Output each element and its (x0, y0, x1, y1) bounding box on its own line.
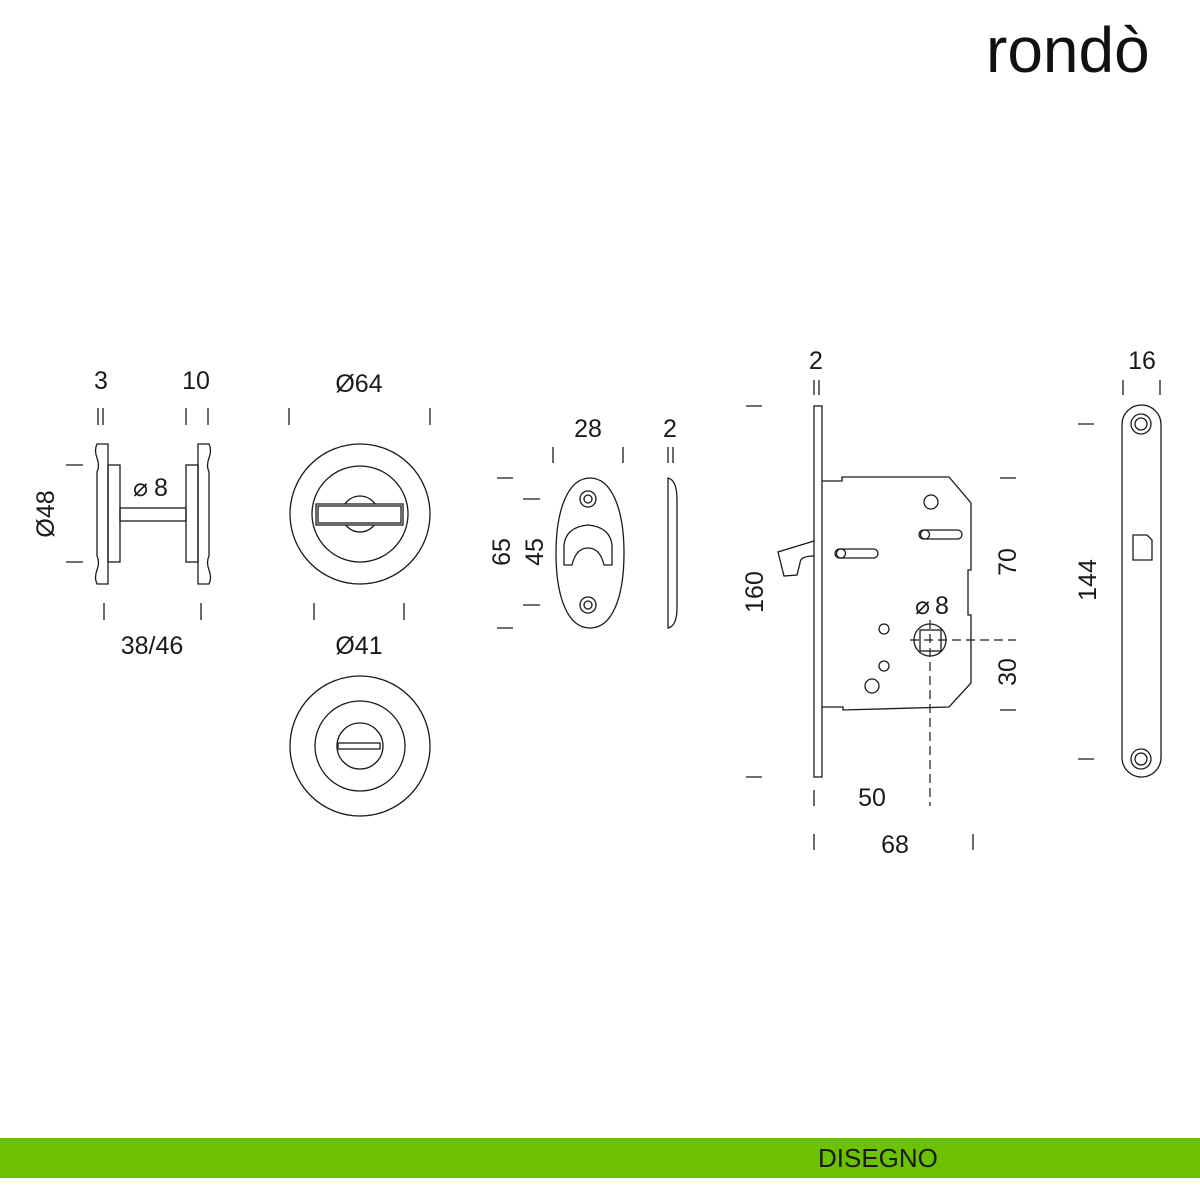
dim-spindle-8: 8 (154, 474, 168, 502)
dim-2-plate: 2 (663, 415, 677, 443)
dim-65: 65 (488, 538, 516, 566)
mortise-lock: 2 160 70 30 ⌀ 8 50 68 (741, 347, 1022, 859)
dim-30: 30 (994, 658, 1022, 686)
dim-10: 10 (182, 367, 210, 395)
dim-diameter-41: Ø41 (335, 632, 382, 660)
dim-16: 16 (1128, 347, 1156, 375)
oval-pull-plate: 28 2 65 45 (488, 415, 678, 629)
dim-spindle-8-lock: 8 (935, 592, 949, 620)
square-symbol-icon: ⌀ (133, 474, 148, 502)
dim-diameter-64: Ø64 (335, 370, 382, 398)
rosette-slot-front (289, 675, 431, 817)
footer-bar: DISEGNO (0, 1138, 1200, 1178)
dim-50: 50 (858, 784, 886, 812)
dim-45: 45 (521, 538, 549, 566)
dim-2-faceplate: 2 (809, 347, 823, 375)
rosette-turn-front: Ø64 Ø41 (288, 370, 431, 660)
brand-logo: rondò (986, 14, 1150, 86)
square-symbol-icon: ⌀ (915, 592, 930, 620)
dim-144: 144 (1074, 559, 1102, 601)
dim-28: 28 (574, 415, 602, 443)
footer-label: DISEGNO (818, 1143, 938, 1173)
dim-160: 160 (741, 571, 769, 613)
dim-68: 68 (881, 831, 909, 859)
dim-70: 70 (994, 548, 1022, 576)
dim-3: 3 (94, 367, 108, 395)
knob-side-view: 3 10 Ø48 ⌀ 8 38/46 (32, 367, 212, 660)
dim-38-46: 38/46 (121, 632, 184, 660)
strike-plate: 16 144 (1074, 347, 1162, 778)
dim-diameter-48: Ø48 (32, 490, 60, 537)
